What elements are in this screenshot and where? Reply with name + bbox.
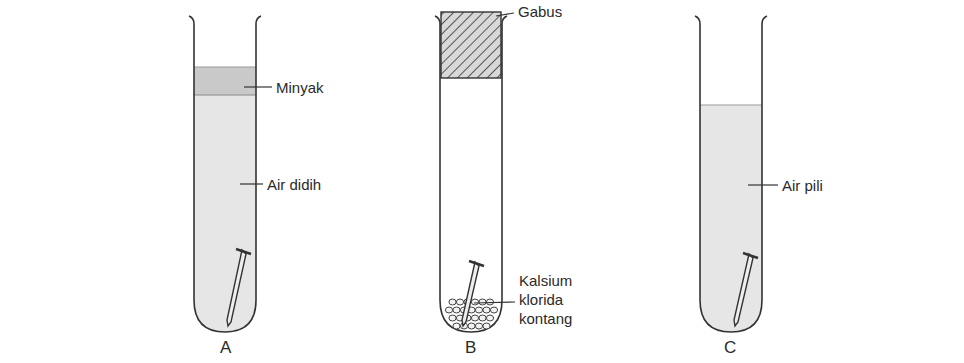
granule: [475, 323, 482, 329]
calcium-chloride-granules: [445, 299, 497, 329]
granule: [445, 307, 452, 313]
substance-label: Kalsium klorida kontang: [519, 271, 585, 328]
granule: [453, 307, 460, 313]
granule: [471, 299, 478, 305]
granule: [479, 299, 486, 305]
granule: [490, 307, 497, 313]
granule: [483, 323, 490, 329]
substance-label: Minyak: [276, 78, 324, 97]
granule: [449, 315, 456, 321]
tube-letter: B: [465, 338, 476, 357]
substance-label: Air pili: [782, 176, 823, 195]
granule: [475, 307, 482, 313]
tube-letter: C: [724, 338, 736, 357]
granule: [479, 315, 486, 321]
granule: [483, 307, 490, 313]
granule: [456, 299, 463, 305]
tube-letter: A: [220, 338, 231, 357]
granule: [486, 315, 493, 321]
substance-label: Gabus: [518, 2, 562, 21]
granule: [453, 323, 460, 329]
leader-lines: [240, 13, 778, 303]
granule: [468, 323, 475, 329]
granule: [449, 299, 456, 305]
tube-c-contents: [696, 105, 766, 335]
cork: [441, 12, 501, 78]
granule: [471, 315, 478, 321]
iron-nails: [227, 249, 758, 326]
tube-a-contents: [190, 67, 260, 335]
substance-label: Air didih: [267, 175, 321, 194]
